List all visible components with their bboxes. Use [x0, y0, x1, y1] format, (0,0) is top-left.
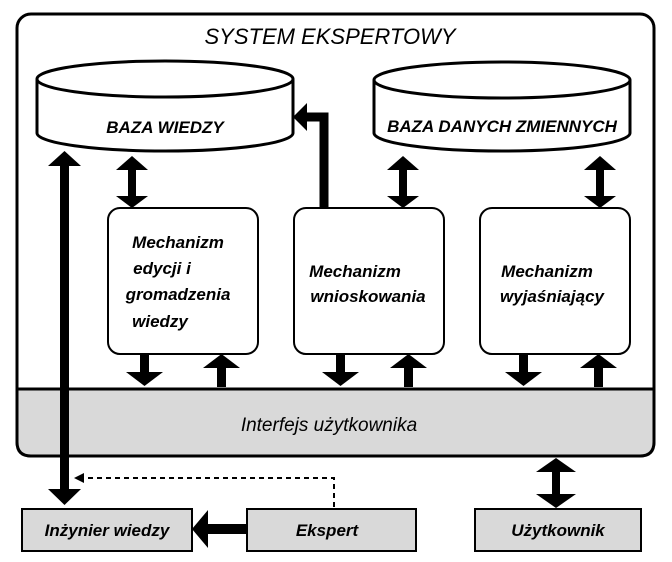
variables-database-cylinder: BAZA DANYCH ZMIENNYCH	[372, 60, 632, 153]
arrow-editing-up	[203, 354, 240, 387]
variables-database-label: BAZA DANYCH ZMIENNYCH	[387, 117, 618, 136]
knowledge-base-cylinder: BAZA WIEDZY	[35, 59, 295, 153]
inference-line-2: wnioskowania	[310, 287, 425, 306]
knowledge-base-label: BAZA WIEDZY	[106, 118, 225, 137]
arrow-inference-to-kb	[293, 103, 329, 208]
arrow-expert-engineer	[192, 510, 247, 548]
user-interface-band	[15, 387, 656, 458]
inference-line-1: Mechanizm	[309, 262, 401, 281]
arrow-vars-explanation	[584, 156, 616, 208]
user-label: Użytkownik	[511, 521, 606, 540]
editing-line-2: edycji i	[133, 259, 192, 278]
arrow-explanation-down	[505, 354, 542, 386]
system-title: SYSTEM EKSPERTOWY	[204, 24, 456, 49]
expert-label: Ekspert	[296, 521, 360, 540]
arrow-inference-down	[322, 354, 359, 386]
arrow-vars-inference	[387, 156, 419, 208]
engineer-box: Inżynier wiedzy	[21, 508, 193, 552]
editing-line-1: Mechanizm	[132, 233, 224, 252]
user-interface-label: Interfejs użytkownika	[241, 415, 417, 436]
engineer-label: Inżynier wiedzy	[45, 521, 171, 540]
expert-box: Ekspert	[246, 508, 417, 552]
user-box: Użytkownik	[474, 508, 642, 552]
arrow-user-interface	[536, 458, 576, 508]
dashed-expert-link	[74, 473, 335, 507]
editing-line-3: gromadzenia	[125, 285, 231, 304]
explanation-mechanism-box: Mechanizm wyjaśniający	[479, 207, 631, 355]
arrow-kb-editing	[116, 156, 148, 208]
arrow-editing-down	[126, 354, 163, 386]
inference-mechanism-box: Mechanizm wnioskowania	[293, 207, 445, 355]
explanation-line-2: wyjaśniający	[500, 287, 606, 306]
editing-mechanism-box: Mechanizm edycji i gromadzenia wiedzy	[107, 207, 259, 355]
arrow-engineer-kb	[48, 151, 81, 505]
explanation-line-1: Mechanizm	[501, 262, 593, 281]
editing-line-4: wiedzy	[132, 312, 189, 331]
arrow-inference-up	[390, 354, 427, 387]
arrow-explanation-up	[580, 354, 617, 387]
